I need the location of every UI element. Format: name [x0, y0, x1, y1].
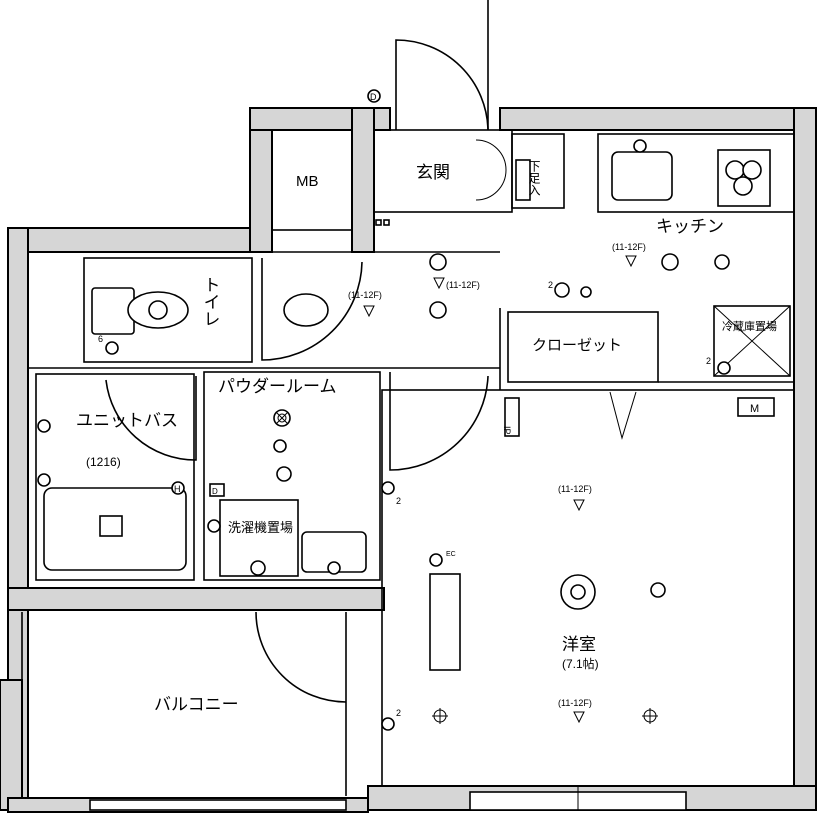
ip-box	[504, 397, 520, 437]
outer-walls	[0, 107, 817, 813]
bath-door	[105, 376, 197, 461]
wall-balcony	[7, 587, 385, 611]
label-powder-room: パウダールーム	[218, 377, 337, 396]
d-mark: D	[370, 92, 377, 102]
wall-top-right	[499, 107, 817, 131]
powder-room-box	[203, 371, 381, 581]
label-unit-bath: ユニットバス	[76, 411, 178, 430]
closet-box	[507, 311, 659, 383]
balcony-rail	[89, 799, 347, 811]
outlet-num-4: EC	[446, 551, 456, 558]
kitchen-counter	[597, 133, 795, 213]
label-western-room-size: (7.1帖)	[562, 656, 599, 671]
label-meter: M	[750, 403, 759, 415]
h-mark: H	[174, 484, 181, 494]
label-toilet: トイレ	[201, 276, 220, 327]
wall-right	[793, 107, 817, 811]
height-label-5: (11-12F)	[558, 698, 592, 708]
label-fridge: 冷蔵庫置場	[722, 319, 777, 333]
label-mb: MB	[296, 173, 319, 190]
label-entrance: 玄関	[416, 163, 450, 182]
height-label-2: (11-12F)	[446, 280, 480, 290]
shoe-box	[511, 133, 565, 209]
outlet-num-6: 2	[706, 356, 711, 366]
toilet-door	[261, 258, 363, 361]
bath-drain	[99, 515, 123, 537]
label-laundry: 洗濯機置場	[228, 520, 293, 535]
mb-box	[271, 129, 353, 231]
wall-mb-right	[351, 107, 375, 253]
labels: MB 玄関 下足入 キッチン トイレ クローゼット 冷蔵庫置場 M パウダールー…	[76, 92, 777, 718]
unit-bath-box	[35, 373, 195, 581]
wall-top-left	[7, 227, 259, 253]
outlet-num-5: 2	[548, 280, 553, 290]
kitchen-sink	[611, 151, 673, 201]
height-label-3: (11-12F)	[612, 242, 646, 252]
entrance-door	[395, 39, 489, 131]
western-room-box	[381, 389, 795, 787]
outlet-num-1: 2	[396, 496, 401, 506]
toilet-room	[83, 257, 253, 363]
fixtures	[37, 89, 775, 731]
balcony-door	[255, 611, 347, 703]
powder-door	[389, 372, 489, 471]
meter-box	[737, 397, 775, 417]
fridge-box	[713, 305, 791, 377]
d-mark-2: D	[212, 487, 218, 496]
label-unit-bath-size: (1216)	[86, 455, 121, 469]
label-shoe-box: 下足入	[527, 160, 541, 196]
storage-unit	[429, 573, 461, 671]
label-balcony: バルコニー	[154, 695, 239, 714]
height-label-4: (11-12F)	[558, 484, 592, 494]
outlet-num-3: 6	[98, 334, 103, 344]
doors	[105, 0, 637, 703]
wall-balcony-left	[0, 679, 23, 811]
height-label-1: (11-12F)	[348, 290, 382, 300]
label-western-room: 洋室	[562, 635, 596, 654]
label-closet: クローゼット	[532, 337, 622, 354]
label-ip: IP	[502, 426, 512, 435]
label-kitchen: キッチン	[656, 217, 724, 236]
laundry-box	[219, 499, 299, 577]
outlet-num-2: 2	[396, 708, 401, 718]
